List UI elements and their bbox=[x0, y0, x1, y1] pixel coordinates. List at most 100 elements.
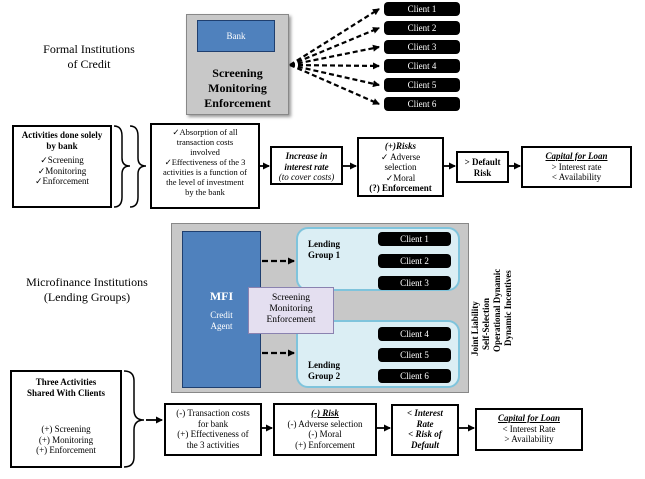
capital2-line1: < Interest Rate bbox=[502, 423, 556, 434]
mfi-heading-line2: (Lending Groups) bbox=[43, 290, 131, 304]
bank-enforcement: Enforcement bbox=[204, 96, 271, 110]
shared-item: (+) Monitoring bbox=[38, 434, 94, 445]
interest-box-bottom: < Interest Rate < Risk of Default bbox=[391, 404, 459, 456]
interest2-line3: < Risk of bbox=[408, 429, 442, 440]
formal-heading-line1: Formal Institutions bbox=[43, 42, 135, 56]
activities-item: ✓Screening bbox=[40, 155, 84, 166]
shared-title-line2: Shared With Clients bbox=[26, 387, 106, 398]
fan-arrow-1 bbox=[289, 8, 380, 66]
risks-line3: ✓Moral bbox=[385, 172, 416, 183]
fan-arrow-4 bbox=[289, 62, 380, 70]
center-line2: Monitoring bbox=[269, 304, 313, 314]
interest-line1: Increase in bbox=[285, 151, 328, 161]
interest2-line4: Default bbox=[411, 439, 439, 450]
fan-arrow-3 bbox=[289, 44, 380, 67]
risk-title: (-) Risk bbox=[311, 408, 339, 418]
risks-line2: selection bbox=[384, 162, 417, 173]
increase-interest-box: Increase in interest rate (to cover cost… bbox=[270, 146, 343, 185]
absorption-line5: activities is a function of bbox=[162, 167, 248, 178]
interest-line2: interest rate bbox=[284, 161, 329, 172]
default-line2: Risk bbox=[473, 167, 492, 178]
fan-arrow-2 bbox=[289, 26, 380, 67]
bank-box: Bank bbox=[197, 20, 275, 52]
interest-line3: (to cover costs) bbox=[278, 172, 335, 183]
bank-screening: Screening bbox=[212, 66, 263, 80]
bank-panel: Bank Screening Monitoring Enforcement bbox=[186, 14, 289, 115]
mfi-client-pill: Client 1 bbox=[378, 232, 451, 246]
activities-item: ✓Monitoring bbox=[37, 165, 87, 176]
mfi-box: MFI Credit Agent bbox=[182, 231, 261, 388]
risks-line1: ✓ Adverse bbox=[380, 151, 421, 162]
risks-title: (+)Risks bbox=[384, 141, 417, 151]
group2-label: Lending Group 2 bbox=[308, 360, 340, 382]
mfi-client-pill: Client 2 bbox=[378, 254, 451, 268]
capital-box-top: Capital for Loan > Interest rate < Avail… bbox=[521, 146, 632, 188]
group1-line1: Lending bbox=[308, 239, 341, 249]
transaction-line2: for bank bbox=[197, 418, 229, 429]
absorption-box: ✓Absorption of all transaction costs inv… bbox=[150, 123, 260, 209]
client-pill: Client 2 bbox=[384, 21, 460, 35]
fan-arrows bbox=[289, 8, 380, 106]
capital-box-bottom: Capital for Loan < Interest Rate > Avail… bbox=[475, 408, 583, 451]
risk-box-bottom: (-) Risk (-) Adverse selection (-) Moral… bbox=[273, 403, 377, 456]
absorption-line2: transaction costs bbox=[176, 137, 234, 148]
activities-title-line1: Activities done solely bbox=[21, 130, 103, 140]
shared-title-line1: Three Activities bbox=[35, 377, 97, 387]
bank-monitoring: Monitoring bbox=[208, 81, 267, 95]
client-pill: Client 1 bbox=[384, 2, 460, 16]
center-line3: Enforcement bbox=[266, 315, 316, 325]
mfi-heading: Microfinance Institutions (Lending Group… bbox=[12, 275, 162, 305]
risk-line3: (+) Enforcement bbox=[295, 439, 355, 450]
activities-title-line2: by bank bbox=[46, 140, 78, 151]
mfi-credit-agent: Credit Agent bbox=[183, 310, 260, 332]
transaction-line3: (+) Effectiveness of bbox=[177, 429, 249, 440]
capital2-line2: > Availability bbox=[504, 434, 554, 445]
risk-line1: (-) Adverse selection bbox=[287, 418, 363, 429]
capital-title: Capital for Loan bbox=[545, 151, 608, 161]
bank-label: Bank bbox=[226, 31, 246, 41]
transaction-box: (-) Transaction costs for bank (+) Effec… bbox=[164, 403, 262, 456]
formal-institutions-heading: Formal Institutions of Credit bbox=[30, 42, 148, 72]
formal-heading-line2: of Credit bbox=[67, 57, 111, 71]
mfi-heading-line1: Microfinance Institutions bbox=[26, 275, 148, 289]
capital2-title: Capital for Loan bbox=[497, 413, 560, 423]
mfi-client-pill: Client 5 bbox=[378, 348, 451, 362]
transaction-line4: the 3 activities bbox=[186, 439, 240, 450]
group1-label: Lending Group 1 bbox=[308, 239, 340, 261]
mfi-client-pill: Client 3 bbox=[378, 276, 451, 290]
risks-line4: (?) Enforcement bbox=[369, 183, 432, 194]
absorption-line7: by the bank bbox=[185, 187, 225, 198]
group2-line2: Group 2 bbox=[308, 371, 341, 381]
mfi-center-box: Screening Monitoring Enforcement bbox=[248, 287, 334, 334]
absorption-line1: ✓Absorption of all bbox=[172, 127, 238, 137]
risks-box: (+)Risks ✓ Adverse selection ✓Moral (?) … bbox=[357, 137, 444, 197]
absorption-line4: ✓Effectiveness of the 3 bbox=[164, 157, 246, 168]
mfi-agent: Agent bbox=[210, 321, 233, 331]
group2-line1: Lending bbox=[308, 360, 341, 370]
transaction-line1: (-) Transaction costs bbox=[176, 408, 250, 418]
interest2-line1: < Interest bbox=[407, 408, 443, 418]
group1-line2: Group 1 bbox=[308, 250, 341, 260]
client-pill: Client 4 bbox=[384, 59, 460, 73]
mfi-client-pill: Client 4 bbox=[378, 327, 451, 341]
capital-line2: < Availability bbox=[551, 172, 602, 183]
client-pill: Client 5 bbox=[384, 78, 460, 92]
interest2-line2: Rate bbox=[416, 418, 434, 429]
brace-top-1 bbox=[113, 125, 131, 208]
default-risk-box: > Default Risk bbox=[456, 151, 509, 183]
default-line1: > Default bbox=[464, 157, 501, 167]
absorption-line3: involved bbox=[190, 147, 220, 158]
client-pill: Client 3 bbox=[384, 40, 460, 54]
bank-activities: Screening Monitoring Enforcement bbox=[187, 66, 288, 111]
client-pill: Client 6 bbox=[384, 97, 460, 111]
activities-box: Activities done solely by bank ✓Screenin… bbox=[12, 125, 112, 208]
shared-activities-box: Three Activities Shared With Clients (+)… bbox=[10, 370, 122, 468]
brace-top-2 bbox=[129, 125, 147, 208]
absorption-line6: the level of investment bbox=[166, 177, 244, 188]
mfi-credit: Credit bbox=[210, 310, 233, 320]
fan-arrow-5 bbox=[289, 63, 380, 88]
risk-line2: (-) Moral bbox=[308, 429, 342, 440]
capital-line1: > Interest rate bbox=[551, 161, 602, 172]
shared-item: (+) Screening bbox=[41, 424, 91, 435]
